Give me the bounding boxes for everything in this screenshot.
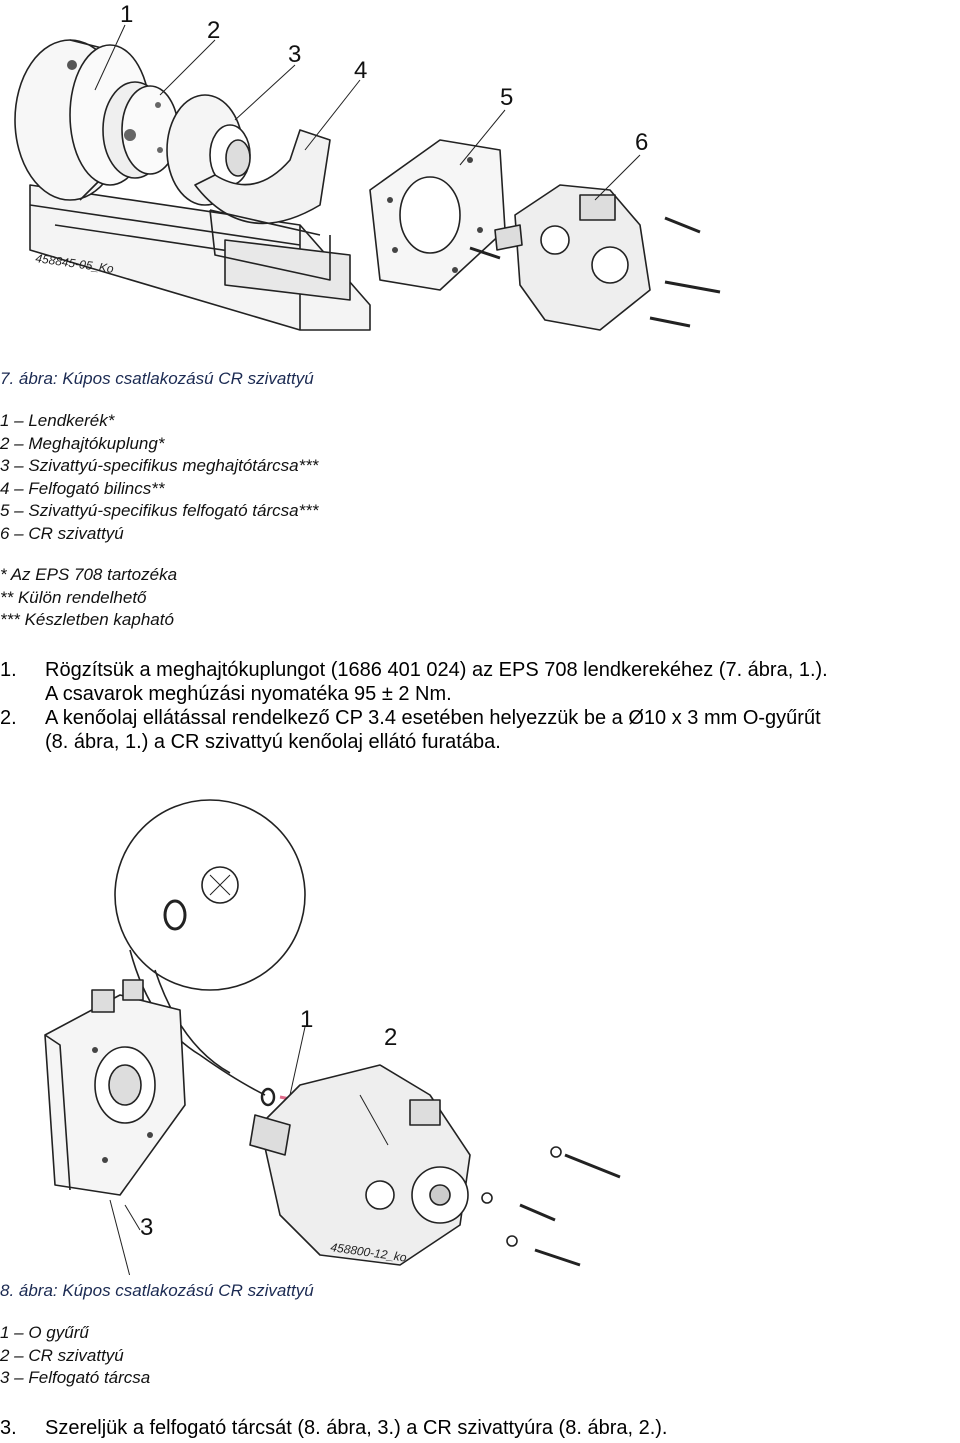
fig8-callout-1: 1: [300, 1006, 313, 1033]
step-line: (8. ábra, 1.) a CR szivattyú kenőolaj el…: [45, 731, 501, 753]
figure-7-illustration: 1 2 3 4 5 6 458845-05_Ko: [0, 0, 960, 345]
legend-item: 2 – Meghajtókuplung*: [0, 433, 165, 453]
step-line: A csavarok meghúzási nyomatéka 95 ± 2 Nm…: [45, 683, 452, 705]
figure-7-drawing: 1 2 3 4 5 6 458845-05_Ko: [14, 1, 721, 331]
step-line: A kenőolaj ellátással rendelkező CP 3.4 …: [45, 707, 821, 729]
legend-item: 3 – Felfogató tárcsa: [0, 1368, 151, 1387]
legend-item: 3 – Szivattyú-specifikus meghajtótárcsa*…: [0, 456, 319, 475]
step-line: Rögzítsük a meghajtókuplungot (1686 401 …: [45, 659, 828, 681]
figure-8-caption: 8. ábra: Kúpos csatlakozású CR szivattyú: [0, 1281, 314, 1300]
legend-item: 4 – Felfogató bilincs**: [0, 478, 165, 498]
fig7-callout-5: 5: [500, 84, 513, 111]
step-1: 1. Rögzítsük a meghajtókuplungot (1686 4…: [0, 658, 960, 706]
note-item: * Az EPS 708 tartozéka: [0, 565, 178, 584]
fig7-callout-4: 4: [354, 57, 367, 84]
fig8-callout-3: 3: [140, 1214, 153, 1241]
note-item: ** Külön rendelhető: [0, 587, 147, 607]
legend-item: 1 – O gyűrű: [0, 1323, 89, 1342]
figure-8-drawing: 1 2 458800-12_ko: [44, 799, 621, 1275]
fig8-callout-3-box: 3: [124, 1204, 153, 1241]
instruction-steps: 1. Rögzítsük a meghajtókuplungot (1686 4…: [0, 658, 960, 754]
figure-7-legend: 1 – Lendkerék* 2 – Meghajtókuplung* 3 – …: [0, 410, 318, 545]
step-number: 3.: [0, 1417, 17, 1439]
step-number: 2.: [0, 707, 17, 729]
note-item: *** Készletben kapható: [0, 610, 174, 629]
step-3: 3. Szereljük a felfogató tárcsát (8. ábr…: [0, 1416, 960, 1440]
figure-7-notes: * Az EPS 708 tartozéka ** Külön rendelhe…: [0, 564, 177, 632]
step-2: 2. A kenőolaj ellátással rendelkező CP 3…: [0, 706, 960, 754]
fig7-callout-1: 1: [120, 1, 133, 28]
figure-8-legend: 1 – O gyűrű 2 – CR szivattyú 3 – Felfoga…: [0, 1322, 150, 1390]
legend-item: 5 – Szivattyú-specifikus felfogató tárcs…: [0, 501, 319, 520]
legend-item: 1 – Lendkerék*: [0, 411, 115, 430]
fig7-callout-2: 2: [207, 17, 220, 44]
figure-8-illustration: 1 2 458800-12_ko: [0, 795, 960, 1275]
fig8-callout-2: 2: [384, 1024, 397, 1051]
legend-item: 2 – CR szivattyú: [0, 1345, 124, 1365]
fig7-callout-3: 3: [288, 41, 301, 68]
step-number: 1.: [0, 659, 17, 681]
step-line: Szereljük a felfogató tárcsát (8. ábra, …: [45, 1417, 668, 1439]
fig7-callout-6: 6: [635, 129, 648, 156]
figure-7-caption: 7. ábra: Kúpos csatlakozású CR szivattyú: [0, 369, 314, 388]
legend-item: 6 – CR szivattyú: [0, 523, 124, 543]
